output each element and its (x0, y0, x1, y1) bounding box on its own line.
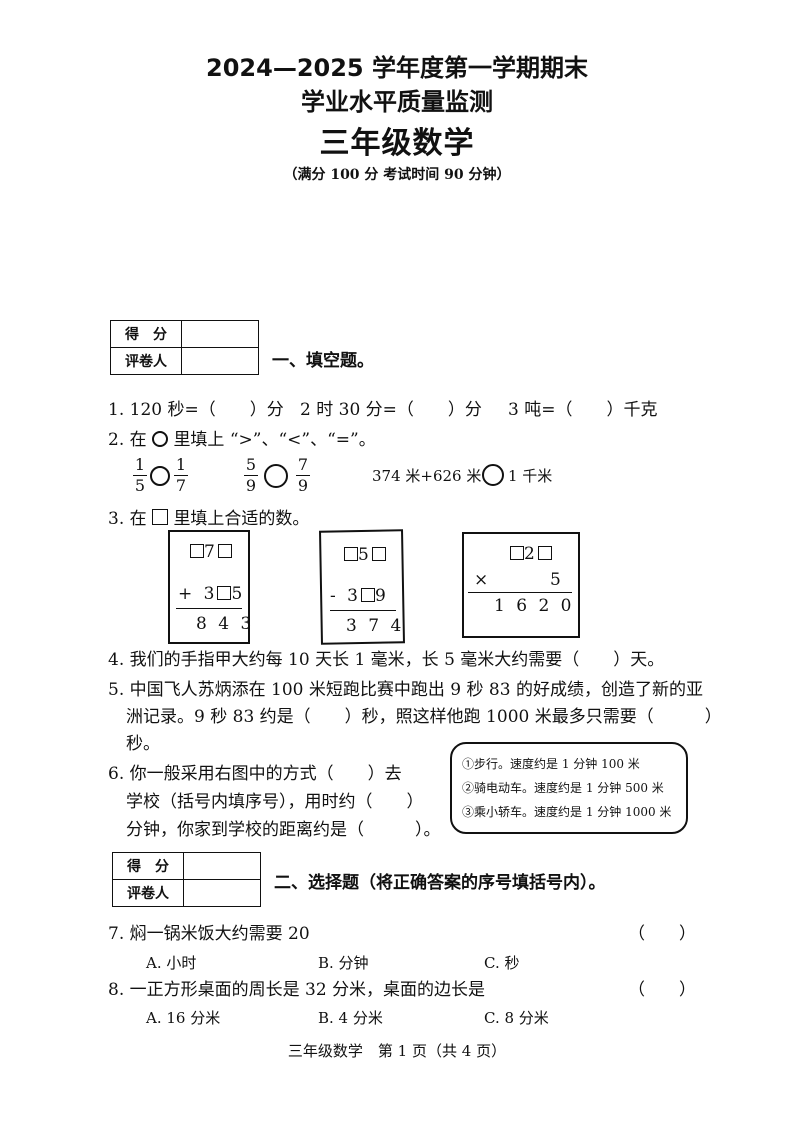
blank-box[interactable] (344, 547, 358, 561)
addition-result: 8 4 3 (196, 614, 255, 634)
subtraction-result: 3 7 4 (346, 616, 405, 636)
score-table-2: 得 分 评卷人 (112, 852, 261, 907)
square-icon (152, 509, 169, 525)
q1-part-c: 3 吨=（ ）千克 (508, 400, 658, 420)
blank-box[interactable] (217, 586, 232, 600)
q8-option-c: C. 8 分米 (484, 1009, 549, 1027)
q7-option-a: A. 小时 (146, 954, 197, 972)
page-footer: 三年级数学 第 1 页（共 4 页） (287, 1042, 507, 1060)
section2-title: 二、选择题（将正确答案的序号填括号内）。 (274, 873, 606, 893)
q2-prompt-b: 里填上 “>”、“<”、“=”。 (173, 430, 376, 450)
exam-title-line1: 2024—2025 学年度第一学期期末 (206, 54, 588, 82)
score-cell[interactable] (181, 320, 259, 348)
addition-problem (168, 530, 250, 644)
blank-box[interactable] (537, 546, 552, 560)
q7-option-b: B. 分钟 (318, 954, 369, 972)
multiplication-top-row: 2 (510, 544, 552, 564)
q1-part-a: 1. 120 秒=（ ）分 (108, 400, 284, 420)
blank-box[interactable] (510, 546, 524, 560)
section1-title: 一、填空题。 (272, 351, 374, 371)
q2-prompt-a: 2. 在 (108, 430, 147, 450)
q5-line3: 秒。 (126, 734, 160, 754)
q8-option-a: A. 16 分米 (146, 1009, 221, 1027)
grader-cell[interactable] (183, 879, 261, 907)
exam-title-line2: 学业水平质量监测 (301, 88, 493, 116)
option-walk: ①步行。速度约是 1 分钟 100 米 (462, 757, 640, 771)
q8-stem: 8. 一正方形桌面的周长是 32 分米，桌面的边长是 (108, 980, 486, 1000)
q2-prompt: 2. 在 里填上 “>”、“<”、“=”。 (108, 430, 376, 450)
grader-cell[interactable] (181, 347, 259, 375)
blank-box[interactable] (371, 547, 386, 561)
q3-prompt-a: 3. 在 (108, 509, 147, 529)
compare-circle-2[interactable] (264, 464, 288, 488)
addition-line (176, 608, 242, 609)
addition-top-row: 7 (190, 542, 232, 562)
exam-subject: 三年级数学 (319, 126, 475, 161)
multiplication-operator: × (474, 570, 492, 590)
q5-line1: 5. 中国飞人苏炳添在 100 米短跑比赛中跑出 9 秒 83 的好成绩，创造了… (108, 680, 703, 700)
exam-note: （满分 100 分 考试时间 90 分钟） (283, 167, 511, 183)
q6-line2: 学校（括号内填序号），用时约（ ） (126, 792, 424, 812)
multiplication-problem (462, 532, 580, 638)
score-table-1: 得 分 评卷人 (110, 320, 259, 375)
blank-box[interactable] (217, 544, 232, 558)
q8-option-b: B. 4 分米 (318, 1009, 383, 1027)
compare-circle-3[interactable] (482, 464, 504, 486)
subtraction-line (330, 610, 396, 611)
circle-icon (152, 431, 169, 447)
score-label: 得 分 (112, 852, 184, 880)
multiplication-multiplier: 5 (550, 570, 564, 590)
blank-box[interactable] (190, 544, 204, 558)
subtraction-top-row: 5 (344, 545, 386, 565)
q7-stem: 7. 焖一锅米饭大约需要 20 (108, 924, 310, 944)
score-label: 得 分 (110, 320, 182, 348)
q3-prompt-b: 里填上合适的数。 (173, 509, 310, 529)
multiplication-line (468, 592, 572, 593)
q7-option-c: C. 秒 (484, 954, 520, 972)
compare-circle-1[interactable] (150, 466, 170, 486)
multiplication-result: 1 6 2 0 (494, 596, 575, 616)
q8-answer-bracket[interactable]: （ ） (628, 980, 696, 1000)
option-car: ③乘小轿车。速度约是 1 分钟 1000 米 (462, 805, 672, 819)
travel-options-box: ①步行。速度约是 1 分钟 100 米 ②骑电动车。速度约是 1 分钟 500 … (450, 742, 688, 834)
q4-text: 4. 我们的手指甲大约每 10 天长 1 毫米，长 5 毫米大约需要（ ）天。 (108, 650, 665, 670)
q1-part-b: 2 时 30 分=（ ）分 (300, 400, 482, 420)
q6-line1: 6. 你一般采用右图中的方式（ ）去 (108, 764, 402, 784)
option-ebike: ②骑电动车。速度约是 1 分钟 500 米 (462, 781, 664, 795)
blank-box[interactable] (360, 588, 375, 602)
q6-line3: 分钟，你家到学校的距离约是（ ）。 (126, 820, 441, 840)
score-cell[interactable] (183, 852, 261, 880)
grader-label: 评卷人 (112, 879, 184, 907)
length-left: 374 米+626 米 (372, 467, 482, 485)
q7-answer-bracket[interactable]: （ ） (628, 924, 696, 944)
grader-label: 评卷人 (110, 347, 182, 375)
q3-prompt: 3. 在 里填上合适的数。 (108, 509, 309, 529)
length-right: 1 千米 (508, 467, 553, 485)
q5-line2: 洲记录。9 秒 83 约是（ ）秒，照这样他跑 1000 米最多只需要（ ） (126, 707, 722, 727)
